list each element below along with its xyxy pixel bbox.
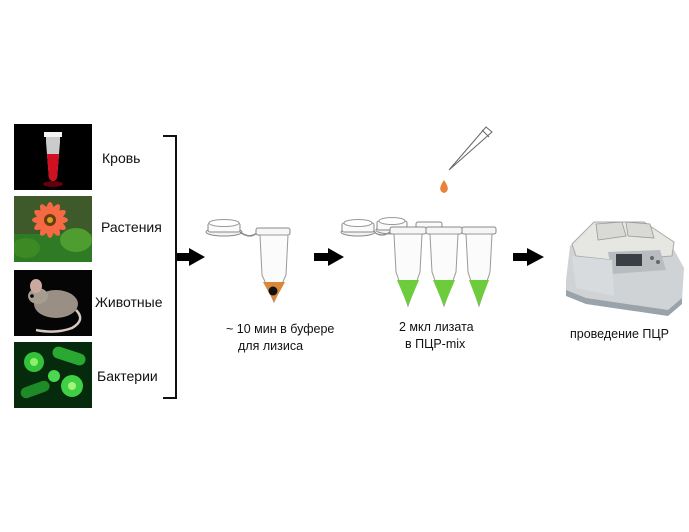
lysis-caption-line1: ~ 10 мин в буфере bbox=[226, 322, 335, 336]
blood-tube-icon bbox=[14, 124, 92, 190]
pcr-mix-caption-line1: 2 мкл лизата bbox=[399, 320, 474, 334]
animal-thumbnail bbox=[14, 270, 92, 336]
mouse-icon bbox=[14, 270, 92, 336]
bacteria-thumbnail bbox=[14, 342, 92, 408]
arrow-icon bbox=[177, 248, 205, 266]
bacteria-icon bbox=[14, 342, 92, 408]
lysis-caption-line2: для лизиса bbox=[238, 339, 304, 353]
source-label-bacteria: Бактерии bbox=[97, 368, 158, 384]
source-label-animals: Животные bbox=[95, 294, 163, 310]
arrow-icon bbox=[314, 248, 344, 266]
pcr-tube bbox=[425, 226, 463, 308]
pcr-tube bbox=[389, 226, 427, 308]
flower-icon bbox=[14, 196, 92, 262]
source-label-plants: Растения bbox=[101, 219, 162, 235]
source-bracket bbox=[163, 135, 177, 399]
lysis-tube bbox=[205, 219, 291, 304]
source-label-blood: Кровь bbox=[102, 150, 141, 166]
blood-thumbnail bbox=[14, 124, 92, 190]
pcr-caption: проведение ПЦР bbox=[570, 327, 669, 341]
arrow-icon bbox=[513, 248, 544, 266]
thermocycler-icon bbox=[566, 221, 684, 316]
pcr-tube bbox=[461, 226, 497, 308]
pcr-mix-caption-line2: в ПЦР-mix bbox=[405, 337, 466, 351]
plant-thumbnail bbox=[14, 196, 92, 262]
lysate-drop-icon bbox=[440, 180, 448, 193]
pipette-tip-icon bbox=[448, 126, 493, 171]
